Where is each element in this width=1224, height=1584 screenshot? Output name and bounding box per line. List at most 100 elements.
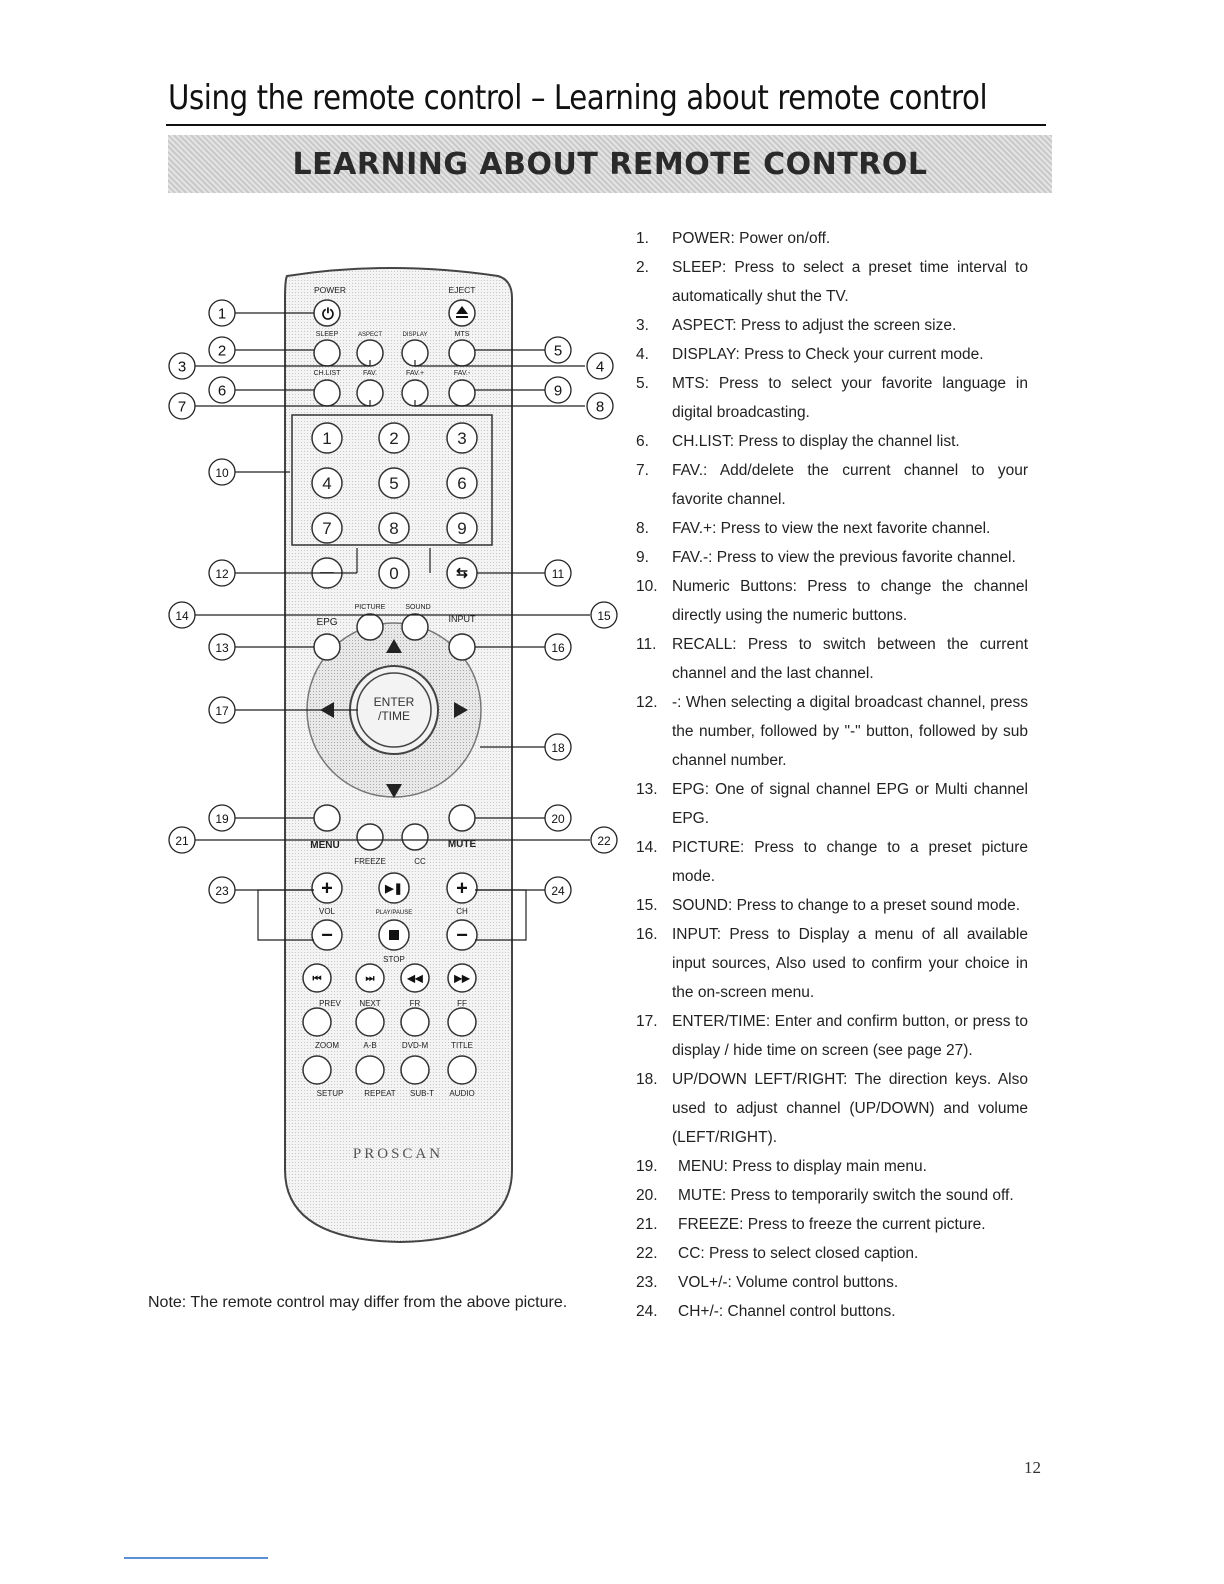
label-display: DISPLAY bbox=[403, 332, 428, 338]
remote-button bbox=[356, 823, 384, 851]
label-dvd-m: DVD-M bbox=[402, 1041, 429, 1050]
label-enter: ENTER bbox=[374, 695, 415, 709]
list-item-text: CC: Press to select closed caption. bbox=[678, 1245, 919, 1262]
label-cc: CC bbox=[414, 857, 426, 866]
callout-2: 2 bbox=[218, 343, 226, 360]
label-sub-t: SUB-T bbox=[410, 1089, 434, 1098]
banner-text: LEARNING ABOUT REMOTE CONTROL bbox=[292, 146, 928, 182]
label-fav: FAV. bbox=[363, 370, 377, 377]
remote-button bbox=[355, 1055, 385, 1085]
remote-button bbox=[447, 963, 477, 993]
list-item: 2.SLEEP: Press to select a preset time i… bbox=[636, 253, 1028, 311]
list-item: 20.MUTE: Press to temporarily switch the… bbox=[636, 1181, 1028, 1210]
callout-13: 13 bbox=[215, 641, 229, 655]
list-item-number: 13. bbox=[636, 781, 658, 798]
callout-16: 16 bbox=[551, 641, 565, 655]
label-epg: EPG bbox=[316, 617, 337, 628]
list-item-number: 19. bbox=[636, 1158, 658, 1175]
list-item-number: 17. bbox=[636, 1013, 658, 1030]
callout-circle bbox=[168, 352, 196, 380]
callout-circle bbox=[544, 336, 572, 364]
list-item-text: RECALL: Press to switch between the curr… bbox=[672, 636, 1028, 682]
fast-forward-icon: ▶▶ bbox=[453, 974, 471, 985]
remote-button bbox=[378, 422, 410, 454]
label-power: POWER bbox=[314, 285, 346, 295]
list-item-text: -: When selecting a digital broadcast ch… bbox=[672, 694, 1028, 769]
list-item-text: PICTURE: Press to change to a preset pic… bbox=[672, 839, 1028, 885]
callout-7: 7 bbox=[178, 399, 186, 416]
right-arrow-icon bbox=[454, 702, 468, 718]
label-fav-minus: FAV.- bbox=[454, 370, 471, 377]
list-item-text: FAV.-: Press to view the previous favori… bbox=[672, 549, 1016, 566]
digit-label: 4 bbox=[322, 474, 331, 493]
label-ab: A-B bbox=[363, 1041, 376, 1050]
list-item: 18.UP/DOWN LEFT/RIGHT: The direction key… bbox=[636, 1065, 1028, 1152]
list-item: 24.CH+/-: Channel control buttons. bbox=[636, 1297, 1028, 1326]
callout-circle bbox=[208, 458, 236, 486]
remote-button bbox=[446, 512, 478, 544]
list-item-text: DISPLAY: Press to Check your current mod… bbox=[672, 346, 984, 363]
remote-button bbox=[311, 422, 343, 454]
callout-4: 4 bbox=[596, 359, 604, 376]
callout-circle bbox=[208, 299, 236, 327]
recall-icon: ⇆ bbox=[456, 565, 468, 581]
callout-1: 1 bbox=[218, 306, 226, 323]
remote-button bbox=[378, 557, 410, 589]
remote-button bbox=[400, 1055, 430, 1085]
callout-15: 15 bbox=[597, 609, 611, 623]
label-menu: MENU bbox=[310, 840, 339, 851]
list-item-text: SLEEP: Press to select a preset time int… bbox=[672, 259, 1028, 305]
vol-minus-icon: − bbox=[321, 924, 333, 946]
callout-circle bbox=[208, 376, 236, 404]
list-item-number: 15. bbox=[636, 897, 658, 914]
list-item-number: 1. bbox=[636, 230, 649, 247]
callout-23: 23 bbox=[215, 884, 229, 898]
remote-button bbox=[356, 613, 384, 641]
digit-label: 7 bbox=[322, 519, 331, 538]
title-rule bbox=[166, 124, 1046, 126]
number-block-frame bbox=[291, 414, 493, 546]
up-arrow-icon bbox=[386, 639, 402, 653]
label-sound: SOUND bbox=[405, 604, 430, 611]
prev-icon: ⏮ bbox=[313, 974, 322, 985]
list-item-text: MTS: Press to select your favorite langu… bbox=[672, 375, 1028, 421]
list-item: 11.RECALL: Press to switch between the c… bbox=[636, 630, 1028, 688]
list-item: 9. FAV.-: Press to view the previous favo… bbox=[636, 543, 1028, 572]
callout-circle bbox=[544, 633, 572, 661]
list-item: 3.ASPECT: Press to adjust the screen siz… bbox=[636, 311, 1028, 340]
callout-10: 10 bbox=[215, 466, 229, 480]
label-aspect: ASPECT bbox=[358, 332, 382, 338]
callout-circle bbox=[208, 804, 236, 832]
callout-11: 11 bbox=[552, 567, 565, 581]
label-title: TITLE bbox=[451, 1041, 473, 1050]
play-pause-icon: ▶❚ bbox=[384, 883, 403, 895]
list-item: 13.EPG: One of signal channel EPG or Mul… bbox=[636, 775, 1028, 833]
list-item-number: 10. bbox=[636, 578, 658, 595]
label-stop: STOP bbox=[383, 955, 405, 964]
remote-button bbox=[355, 1007, 385, 1037]
label-time: /TIME bbox=[378, 709, 410, 723]
callout-circle bbox=[586, 352, 614, 380]
callout-circle bbox=[544, 559, 572, 587]
callout-circle bbox=[544, 876, 572, 904]
list-item-number: 9. bbox=[636, 549, 649, 566]
footer-link-line bbox=[124, 1557, 268, 1559]
callout-circle bbox=[590, 601, 618, 629]
label-play-pause: PLAY/PAUSE bbox=[376, 910, 412, 916]
digit-label: 8 bbox=[389, 519, 398, 538]
list-item-number: 16. bbox=[636, 926, 658, 943]
list-item-number: 8. bbox=[636, 520, 649, 537]
remote-button bbox=[446, 467, 478, 499]
stop-icon bbox=[389, 930, 399, 940]
digit-label: 9 bbox=[457, 519, 466, 538]
remote-button bbox=[448, 379, 476, 407]
next-icon: ⏭ bbox=[366, 974, 375, 985]
remote-button bbox=[302, 1055, 332, 1085]
vol-plus-icon: + bbox=[321, 877, 333, 899]
label-vol: VOL bbox=[319, 907, 336, 916]
remote-button bbox=[313, 633, 341, 661]
label-freeze: FREEZE bbox=[354, 857, 386, 866]
callout-20: 20 bbox=[551, 812, 565, 826]
list-item-number: 4. bbox=[636, 346, 649, 363]
list-item-number: 6. bbox=[636, 433, 649, 450]
